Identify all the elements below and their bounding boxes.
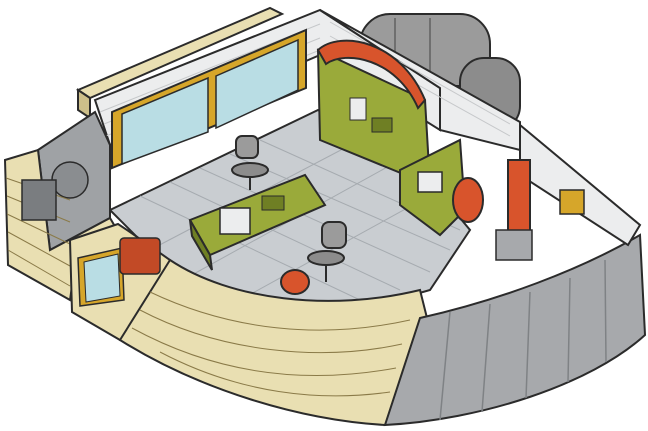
- cabinet-gauge: [349, 97, 367, 121]
- wall-fan: [559, 189, 585, 215]
- main-console-buttons: [261, 195, 285, 211]
- cabinet-meter: [371, 117, 393, 133]
- back-left-wall: [75, 6, 285, 120]
- wall-vent-grille: [21, 179, 57, 221]
- front-office-chair: [307, 221, 347, 282]
- back-office-chair: [231, 135, 269, 190]
- front-left-wood-wall: [3, 148, 122, 302]
- right-steel-wall: [383, 233, 647, 427]
- wall-window: [111, 28, 307, 170]
- right-red-chair: [452, 177, 484, 223]
- radiator-heater: [119, 237, 161, 275]
- main-console-monitor: [219, 207, 251, 235]
- right-back-wall: [519, 122, 642, 247]
- right-console: [399, 138, 467, 237]
- front-curved-wall: [118, 258, 432, 427]
- front-red-seat: [280, 269, 310, 295]
- main-console: [188, 173, 327, 271]
- red-equipment-column: [495, 159, 533, 261]
- vault-door-wheel: [51, 161, 89, 199]
- right-console-monitor: [417, 171, 443, 193]
